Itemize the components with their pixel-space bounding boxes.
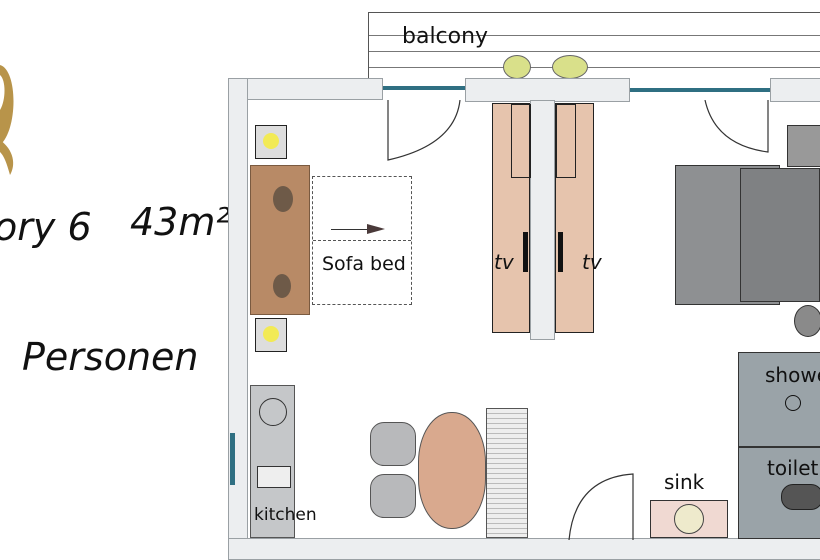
wall [465, 78, 630, 102]
pillow [787, 125, 820, 167]
window-door[interactable] [700, 100, 770, 155]
wardrobe [555, 103, 594, 333]
wall [228, 78, 383, 100]
window [630, 88, 770, 92]
bed [740, 168, 820, 302]
sofa-bed-label: Sofa bed [322, 253, 406, 275]
chair [370, 474, 416, 518]
lamp-icon [255, 318, 287, 352]
kitchen-counter [250, 385, 295, 538]
sink [650, 500, 728, 538]
partition-wall [530, 100, 555, 340]
stool [794, 305, 820, 337]
shower: shower [738, 352, 820, 447]
persons-label: Personen [22, 335, 199, 379]
area-label: 43m² [130, 200, 231, 244]
plant-icon [552, 55, 588, 79]
bench [486, 408, 528, 538]
toilet: toilet [738, 447, 820, 539]
lamp-icon [255, 125, 287, 159]
dining-table [418, 412, 486, 529]
shower-label: shower [765, 363, 820, 387]
balcony-door-window [383, 86, 465, 90]
toilet-label: toilet [767, 456, 819, 480]
balcony-label: balcony [402, 24, 489, 49]
category-title: ory 6 [0, 205, 92, 249]
tv-left-label: tv [494, 250, 514, 274]
sink-label: sink [664, 470, 705, 494]
wardrobe [492, 103, 531, 333]
sofa [250, 165, 310, 315]
kitchen-label: kitchen [254, 505, 317, 525]
plant-icon [503, 55, 531, 79]
balcony-door[interactable] [385, 100, 465, 165]
chair [370, 422, 416, 466]
wall [228, 538, 820, 560]
tv-right-label: tv [582, 250, 602, 274]
logo-icon [0, 65, 14, 175]
sofa-bed-extension [312, 176, 412, 305]
balcony-area [368, 12, 820, 79]
window [230, 433, 235, 485]
wall [770, 78, 820, 102]
entrance-door[interactable] [565, 470, 640, 542]
